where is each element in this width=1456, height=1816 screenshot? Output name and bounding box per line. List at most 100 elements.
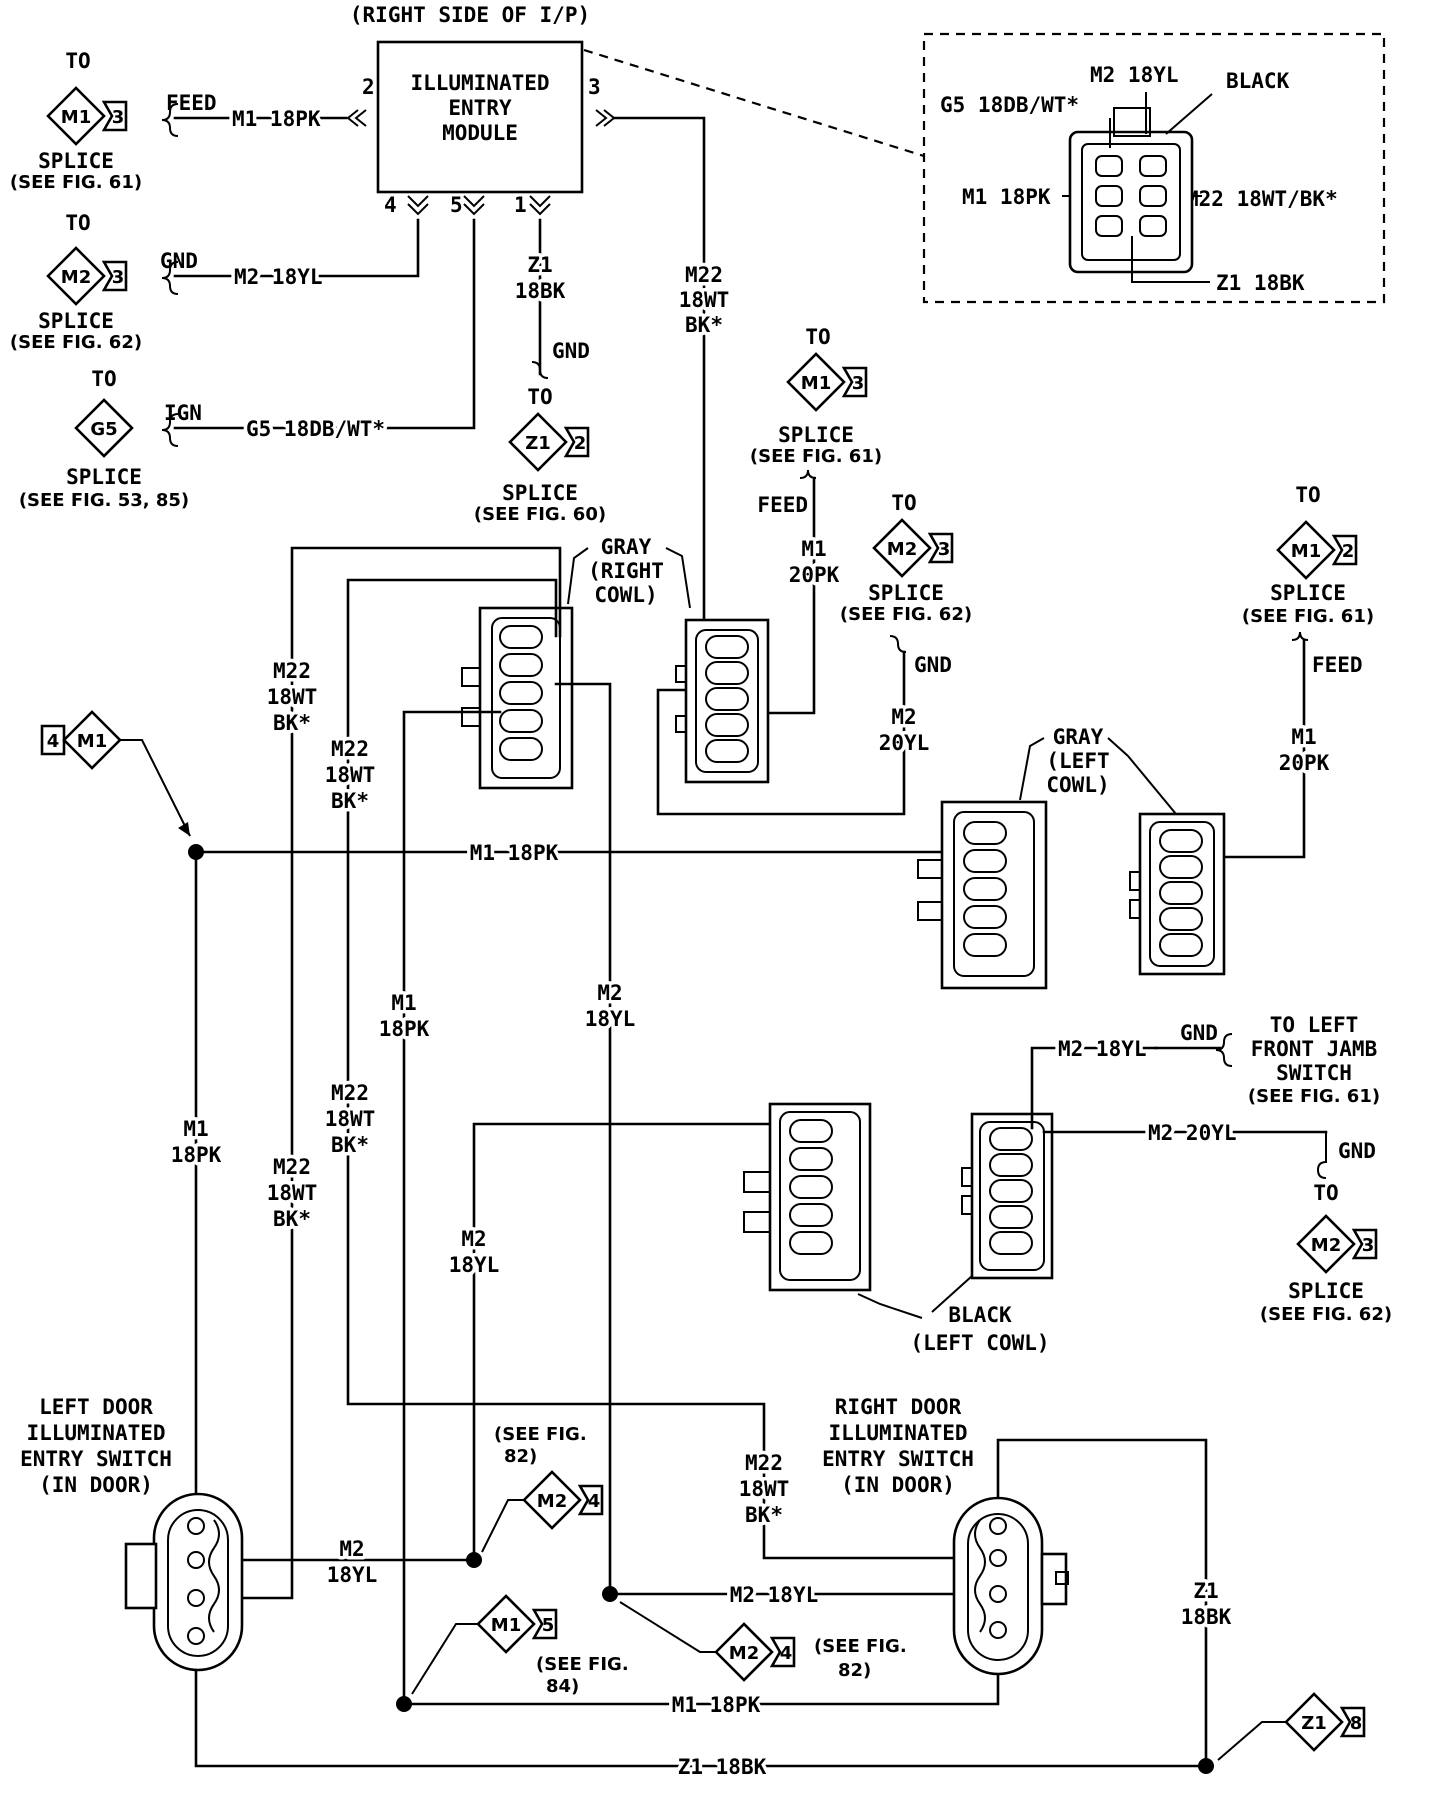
splice-label-m1-top: SPLICE: [38, 149, 114, 173]
offpage-m2-4-left: M2 4: [522, 1470, 604, 1530]
module-pin-5: 5: [450, 193, 463, 217]
wire-label-m1-18pk-bottom: M1 18PK: [672, 1693, 761, 1717]
ref-fig82-m2-left: 82): [504, 1446, 537, 1467]
offpage-m2-left-pin: 4: [588, 1491, 601, 1512]
wire-label-m2-f: M2: [461, 1227, 486, 1251]
gray-left-label-2: (LEFT: [1046, 749, 1109, 773]
ref-see-fig-m1-5: (SEE FIG.: [536, 1654, 629, 1675]
signal-feed-right: FEED: [757, 493, 808, 517]
gray-right-pointer-2: [665, 547, 691, 609]
wire-label-18wt-e: 18WT: [325, 1107, 376, 1131]
wire-label-bk-b: BK*: [273, 711, 311, 735]
splice-m2-top-code: M2: [61, 267, 91, 288]
wire-label-18bk-top: 18BK: [515, 279, 566, 303]
wire-label-18pk-center: 18PK: [379, 1017, 430, 1041]
splice-label-m1-far: SPLICE: [1270, 581, 1346, 605]
wire-label-bk-a: BK*: [685, 313, 723, 337]
ref-see-fig-m2-right: (SEE FIG.: [814, 1636, 907, 1657]
black-left-label-1: BLACK: [948, 1303, 1012, 1327]
splice-z1-pin: 2: [574, 433, 587, 454]
wire-m22-inner: [346, 578, 996, 1560]
splice-m2-right-pin: 3: [938, 539, 951, 560]
module-connector-chevrons: [346, 109, 616, 216]
signal-gnd-right: GND: [914, 653, 952, 677]
signal-gnd-jamb: GND: [1180, 1021, 1218, 1045]
arrowhead-m1-4: [178, 822, 190, 836]
splice-label-z1: SPLICE: [502, 481, 578, 505]
wire-m22-outer: [216, 546, 562, 1600]
offpage-m2-left-code: M2: [537, 1491, 567, 1512]
connector-gray-left-a: [917, 800, 1048, 990]
wire-m2-to-black: [472, 1122, 778, 1562]
ref-fig84: 84): [546, 1676, 579, 1697]
wire-label-m2-center: M2: [597, 981, 622, 1005]
gray-left-pointer-2: [1107, 737, 1177, 815]
splice-g5-code: G5: [90, 419, 117, 440]
to-m2-splice-low: TO: [1313, 1181, 1338, 1205]
wire-label-m22-a: M22: [685, 263, 723, 287]
wire-label-20pk-e: 20PK: [1279, 751, 1330, 775]
offpage-m2-left-arrow: [481, 1499, 524, 1553]
splice-m2-low-pin: 3: [1362, 1235, 1375, 1256]
wire-label-m2-18yl-right-door: M2 18YL: [730, 1583, 819, 1607]
wire-label-m2-18yl-top: M2 18YL: [234, 265, 323, 289]
connector-black-left-a: [743, 1102, 872, 1292]
break-m1-feed-right: [799, 469, 817, 479]
gray-right-label-2: (RIGHT: [588, 559, 664, 583]
inset-label-m1: M1 18PK: [962, 185, 1051, 209]
inset-frame: [922, 32, 1386, 304]
signal-ign: IGN: [164, 401, 202, 425]
splice-m1-2-far: M1 2: [1276, 520, 1358, 580]
offpage-m1-4-code: M1: [77, 731, 107, 752]
to-m1-splice-top: TO: [65, 49, 90, 73]
offpage-z1-8-pin: 8: [1350, 1713, 1363, 1734]
wire-label-18yl-left-door: 18YL: [327, 1563, 378, 1587]
module-pin-2: 2: [362, 75, 375, 99]
wire-label-m22-e: M22: [331, 1081, 369, 1105]
splice-m1-top-pin: 3: [112, 107, 125, 128]
wire-m2-center: [554, 682, 1000, 1596]
offpage-m1-4-arrow: [120, 739, 191, 837]
left-door-label-3: ENTRY SWITCH: [20, 1447, 172, 1471]
splice-m1-3-top: M1 3: [46, 86, 128, 146]
ref-fig62-top: (SEE FIG. 62): [10, 332, 142, 353]
left-door-label-1: LEFT DOOR: [39, 1395, 153, 1419]
offpage-z1-8: Z1 8: [1284, 1692, 1366, 1752]
wire-label-z1-bottom: Z1 18BK: [678, 1755, 767, 1779]
inset-label-m2: M2 18YL: [1090, 63, 1179, 87]
connector-gray-right-b: [675, 618, 770, 784]
break-m2-gnd: [161, 261, 179, 295]
splice-m1-far-pin: 2: [1342, 541, 1355, 562]
ref-fig62-right: (SEE FIG. 62): [840, 604, 972, 625]
break-m1-feed-far: [1291, 631, 1309, 641]
signal-gnd-z1: GND: [552, 339, 590, 363]
wire-label-18yl-center: 18YL: [585, 1007, 636, 1031]
offpage-m2-right-arrow: [619, 1601, 716, 1653]
gray-left-label-1: GRAY: [1053, 725, 1104, 749]
ref-fig61-far: (SEE FIG. 61): [1242, 606, 1374, 627]
left-door-switch: [124, 1492, 244, 1672]
wire-label-z1-top: Z1: [527, 253, 552, 277]
splice-m2-top-pin: 3: [112, 267, 125, 288]
ref-fig61-right: (SEE FIG. 61): [750, 446, 882, 467]
break-mark-z1: [531, 361, 549, 379]
splice-label-m2-low: SPLICE: [1288, 1279, 1364, 1303]
right-door-label-3: ENTRY SWITCH: [822, 1447, 974, 1471]
wire-m2-18yl-jamb: [1030, 1046, 1158, 1130]
to-m1-splice-right: TO: [805, 325, 830, 349]
wire-m1-20pk-far: [1220, 638, 1306, 859]
ref-fig61-jamb: (SEE FIG. 61): [1248, 1086, 1380, 1107]
module-pin-1: 1: [514, 193, 527, 217]
splice-m2-3-top: M2 3: [46, 246, 128, 306]
splice-m2-3-right: M2 3: [872, 518, 954, 578]
gray-right-label-3: COWL): [594, 583, 657, 607]
wire-g5-ign: [173, 218, 476, 430]
splice-m1-3-right: M1 3: [786, 352, 868, 412]
left-jamb-label-2: FRONT JAMB: [1251, 1037, 1377, 1061]
wire-label-bk-e: BK*: [331, 1133, 369, 1157]
wire-label-m22-c: M22: [273, 1155, 311, 1179]
gray-right-pointer-1: [567, 547, 589, 605]
break-jamb: [1215, 1033, 1233, 1067]
